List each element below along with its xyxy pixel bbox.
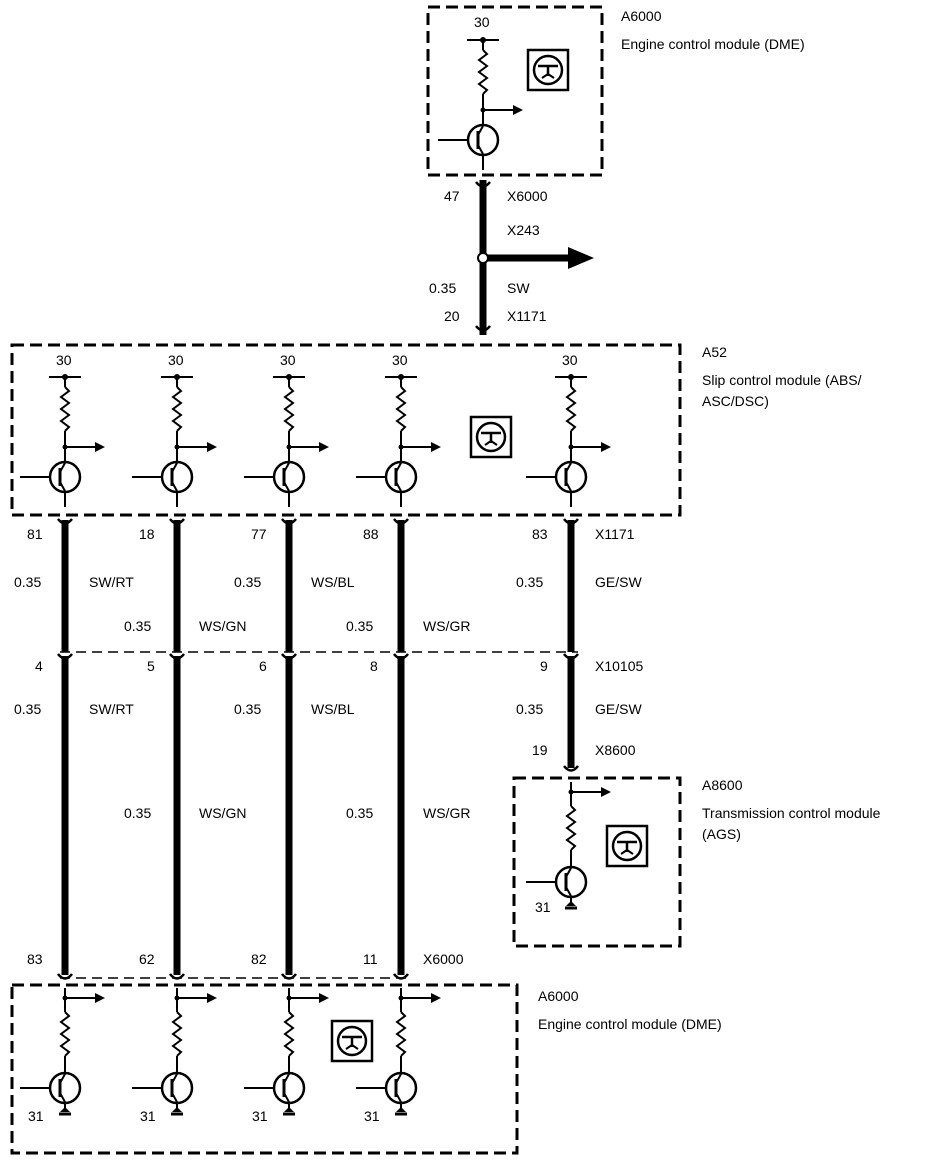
wire-color: SW/RT [89,574,134,590]
top-wire-color: SW [507,280,530,296]
inline-connector-label: X10105 [595,658,643,674]
inline-pin: 4 [35,658,43,674]
dme-bottom-box [10,983,519,1155]
inline-pin: 6 [259,658,267,674]
inline-pin: 5 [147,658,155,674]
dme-connector-label: X6000 [423,951,464,967]
wire-size: 0.35 [346,618,373,634]
top-connector-dme: X6000 [507,188,548,204]
abs-pin: 88 [363,526,379,542]
abs-output-stage-1 [18,372,107,509]
dme-top-id: A6000 [621,8,662,24]
abs-name-line1: Slip control module (ABS/ [702,372,862,388]
wire-size: 0.35 [124,805,151,821]
top-connector-abs: X1171 [507,308,547,324]
abs-supply-label: 30 [280,352,296,368]
abs-output-stage-3 [242,372,331,509]
dme-pin: 11 [363,951,378,967]
dme-pin: 82 [251,951,267,967]
abs-box [10,343,682,517]
dme-pin: 83 [27,951,43,967]
wire-size: 0.35 [234,701,261,717]
wire-color: WS/GR [423,805,470,821]
wire-color: SW/RT [89,701,134,717]
wire-size: 0.35 [516,701,543,717]
dme-pin: 62 [139,951,155,967]
wire-size: 0.35 [14,574,41,590]
dme-top-name: Engine control module (DME) [621,36,805,52]
dme-top-output-stage [436,35,525,172]
splice-dot [477,252,489,264]
ags-module-icon [605,824,649,868]
ags-box [512,776,682,948]
dme-bottom-ground-label: 31 [140,1108,156,1124]
abs-supply-label: 30 [56,352,72,368]
ags-output-stage [524,780,613,910]
splice-arrow-head [568,247,594,269]
wire-color: WS/GR [423,618,470,634]
dme-top-module-icon [526,48,570,92]
abs-output-stage-2 [130,372,219,509]
wire-color: WS/BL [311,701,355,717]
wire-color: WS/BL [311,574,355,590]
dme-bottom-input-stage-2 [130,986,219,1116]
ags-ground-label: 31 [535,899,551,915]
abs-supply-label: 30 [168,352,184,368]
dme-bottom-ground-label: 31 [28,1108,44,1124]
abs-pin: 81 [27,526,43,542]
top-wire-size: 0.35 [429,280,456,296]
wire-color: GE/SW [595,574,642,590]
abs-supply-label: 30 [392,352,408,368]
dme-bottom-ground-label: 31 [252,1108,268,1124]
abs-pin: 77 [251,526,267,542]
abs-pin: 18 [139,526,155,542]
abs-module-icon [469,415,513,459]
wire-color: GE/SW [595,701,642,717]
ags-name-line2: (AGS) [702,826,741,842]
abs-pin: 83 [532,526,548,542]
abs-id: A52 [702,344,727,360]
abs-supply-label: 30 [562,352,578,368]
abs-supply-labels: 30 30 30 30 30 [56,352,578,368]
dme-top-supply-label: 30 [474,14,490,30]
inline-pin: 8 [370,658,378,674]
wire-color: WS/GN [199,618,246,634]
top-pin-dme: 47 [444,188,460,204]
ags-name-line1: Transmission control module [702,805,881,821]
ags-connector-label: X8600 [595,742,636,758]
dme-bottom-input-stage-1 [18,986,107,1116]
ags-pin: 19 [532,742,548,758]
wire-size: 0.35 [14,701,41,717]
dme-bottom-ground-label: 31 [364,1108,380,1124]
inline-pin: 9 [540,658,548,674]
dme-bottom-name: Engine control module (DME) [538,1016,722,1032]
dme-bottom-input-stage-3 [242,986,331,1116]
wire-size: 0.35 [124,618,151,634]
ags-id: A8600 [702,777,743,793]
abs-name-line2: ASC/DSC) [702,393,769,409]
wire-color: WS/GN [199,805,246,821]
wire-size: 0.35 [234,574,261,590]
dme-top-box [426,5,604,177]
wire-size: 0.35 [346,805,373,821]
dme-bottom-module-icon [330,1019,374,1063]
wire-size: 0.35 [516,574,543,590]
top-splice-label: X243 [507,222,540,238]
abs-connector-label: X1171 [595,526,635,542]
top-pin-abs: 20 [444,308,460,324]
abs-output-stage-5 [524,372,613,509]
abs-output-stage-4 [354,372,443,509]
dme-bottom-id: A6000 [538,988,579,1004]
